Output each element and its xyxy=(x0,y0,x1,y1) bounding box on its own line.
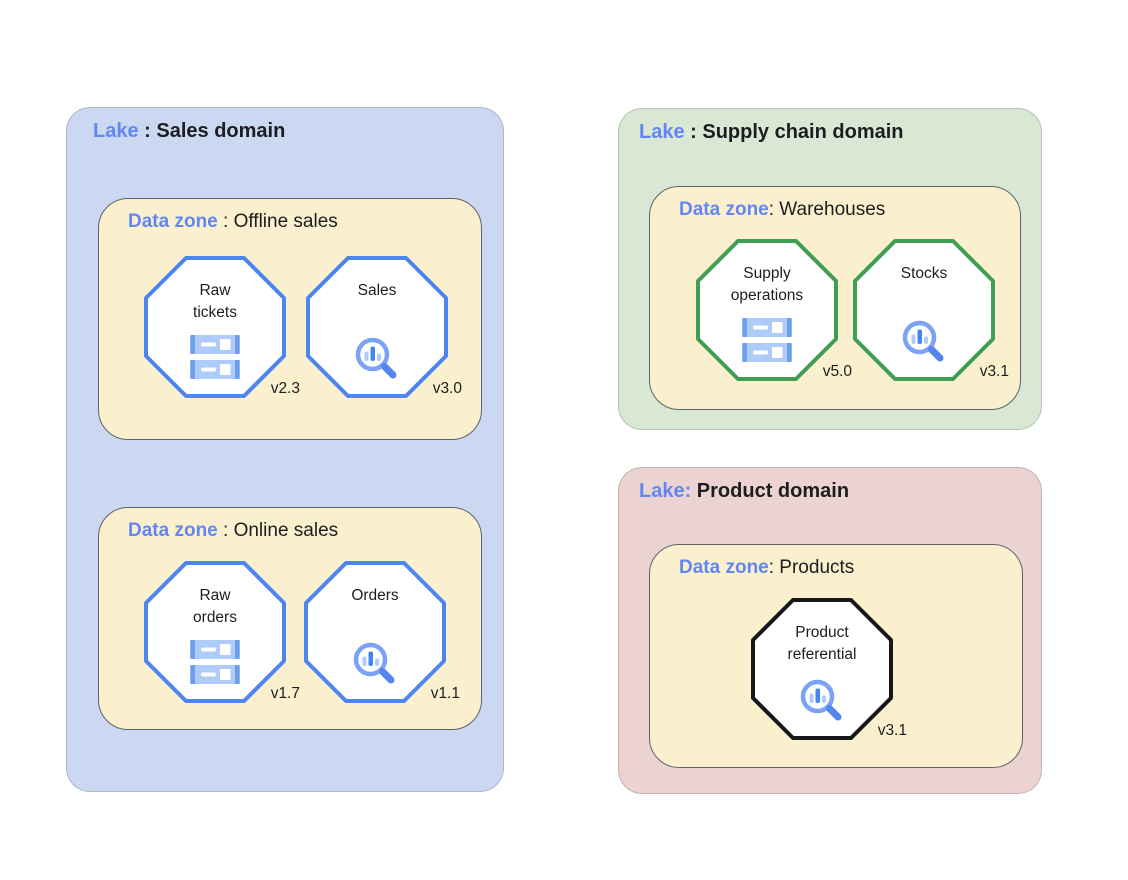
server-icon xyxy=(189,334,241,380)
lake-title-highlight: Lake xyxy=(93,120,139,142)
asset-version: v1.7 xyxy=(270,685,300,702)
zone-title-highlight: Data zone xyxy=(128,520,218,541)
asset-product-referential: Product referential v3.1 xyxy=(750,597,907,741)
asset-raw-tickets: Raw tickets v2.3 xyxy=(143,255,300,399)
zone-title: Data zone : Offline sales xyxy=(128,210,338,234)
lake-product-domain: Lake: Product domain Data zone: Products… xyxy=(618,467,1042,794)
asset-label: Orders xyxy=(351,587,399,604)
lake-title-highlight: Lake: xyxy=(639,480,692,502)
zone-products: Data zone: Products Product referential … xyxy=(649,544,1023,768)
lake-title: Lake: Product domain xyxy=(639,479,849,504)
lake-title: Lake : Supply chain domain xyxy=(639,120,904,145)
lake-title: Lake : Sales domain xyxy=(93,119,285,144)
search-chart-icon xyxy=(899,317,949,367)
asset-sales: Sales v3.0 xyxy=(305,255,462,399)
asset-label: Supply operations xyxy=(730,265,804,305)
asset-version: v1.1 xyxy=(430,685,460,702)
octagon-shape xyxy=(306,256,448,398)
zone-title-rest: : Warehouses xyxy=(768,199,886,220)
asset-supply-operations: Supply operations v5.0 xyxy=(695,238,852,382)
zone-title-highlight: Data zone xyxy=(679,557,769,578)
zone-title-rest: : Offline sales xyxy=(217,211,338,232)
asset-label: Sales xyxy=(357,282,397,299)
lake-supply-chain-domain: Lake : Supply chain domain Data zone: Wa… xyxy=(618,108,1042,430)
asset-label: Stocks xyxy=(900,265,948,282)
asset-label: Raw tickets xyxy=(193,282,237,322)
zone-title: Data zone : Online sales xyxy=(128,519,338,543)
asset-raw-orders: Raw orders v1.7 xyxy=(143,560,300,704)
asset-label: Product referential xyxy=(787,624,857,664)
zone-title: Data zone: Products xyxy=(679,556,854,580)
server-icon xyxy=(741,317,793,363)
asset-label: Raw orders xyxy=(193,587,237,627)
octagon-shape xyxy=(853,239,995,381)
lake-title-highlight: Lake xyxy=(639,121,685,143)
search-chart-icon xyxy=(352,334,402,384)
octagon-shape xyxy=(144,256,286,398)
zone-offline-sales: Data zone : Offline sales Raw tickets v2… xyxy=(98,198,482,440)
asset-version: v3.1 xyxy=(877,722,907,739)
lake-title-rest: Product domain xyxy=(691,480,850,502)
lake-title-rest: : Supply chain domain xyxy=(684,121,904,143)
lake-sales-domain: Lake : Sales domain Data zone : Offline … xyxy=(66,107,504,792)
lake-title-rest: : Sales domain xyxy=(138,120,286,142)
octagon-shape xyxy=(696,239,838,381)
search-chart-icon xyxy=(350,639,400,689)
octagon-shape xyxy=(751,598,893,740)
zone-title-highlight: Data zone xyxy=(679,199,769,220)
asset-version: v5.0 xyxy=(822,363,852,380)
server-icon xyxy=(189,639,241,685)
asset-version: v3.0 xyxy=(432,380,462,397)
asset-version: v2.3 xyxy=(270,380,300,397)
asset-version: v3.1 xyxy=(979,363,1009,380)
zone-title: Data zone: Warehouses xyxy=(679,198,885,222)
zone-warehouses: Data zone: Warehouses Supply operations … xyxy=(649,186,1021,410)
zone-online-sales: Data zone : Online sales Raw orders v1.7… xyxy=(98,507,482,730)
octagon-shape xyxy=(304,561,446,703)
search-chart-icon xyxy=(797,676,847,726)
octagon-shape xyxy=(144,561,286,703)
asset-stocks: Stocks v3.1 xyxy=(852,238,1009,382)
zone-title-rest: : Products xyxy=(768,557,855,578)
zone-title-rest: : Online sales xyxy=(217,520,339,541)
zone-title-highlight: Data zone xyxy=(128,211,218,232)
asset-orders: Orders v1.1 xyxy=(303,560,460,704)
